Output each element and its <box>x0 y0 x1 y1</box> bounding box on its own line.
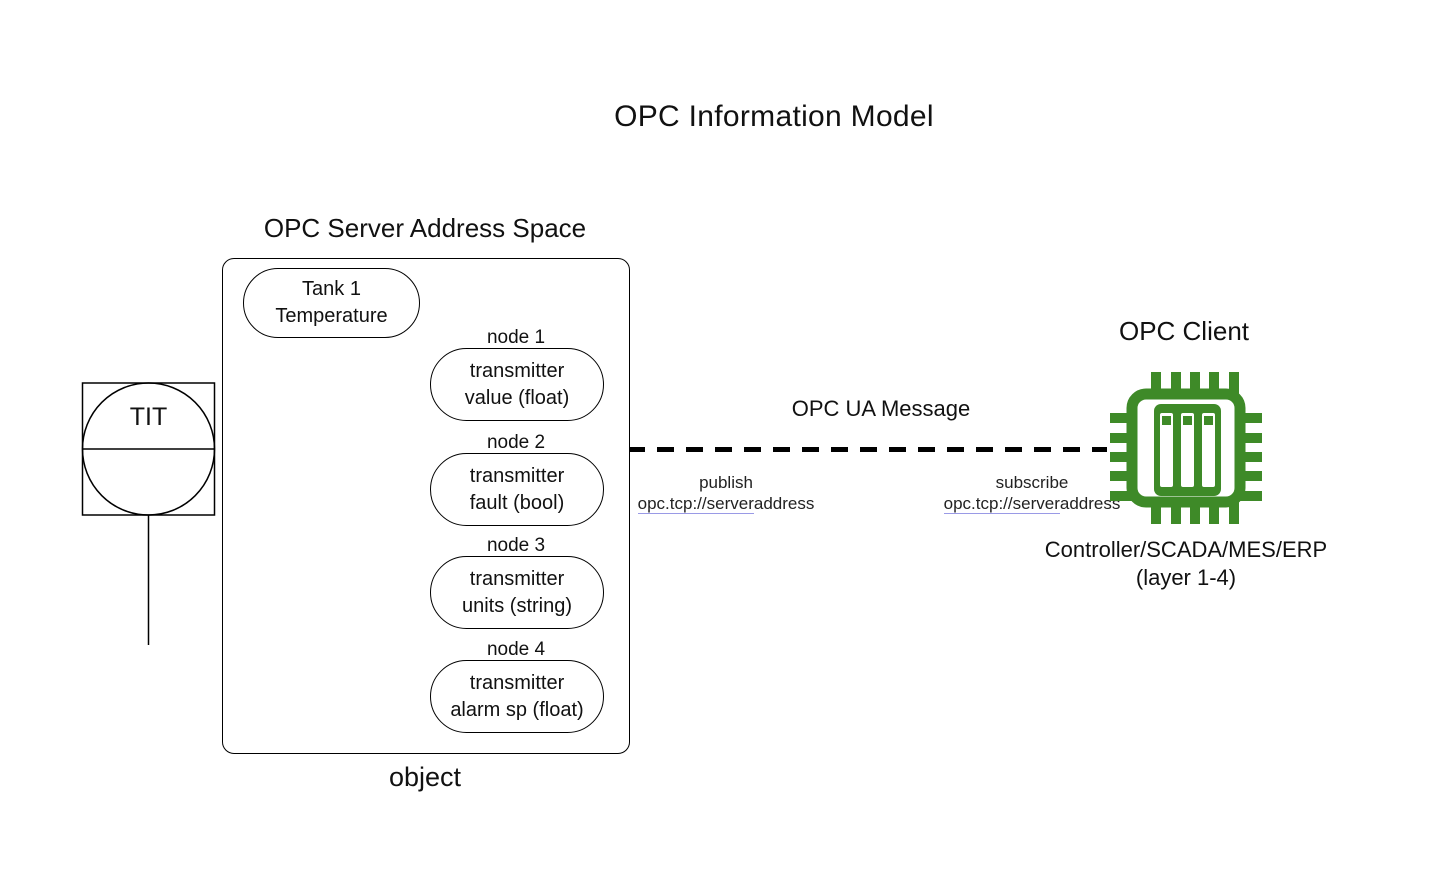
node-3-line2: units (string) <box>461 594 573 617</box>
node-2-line1: transmitter <box>469 464 565 487</box>
opc-ua-message-label: OPC UA Message <box>791 396 971 421</box>
page-title: OPC Information Model <box>614 100 934 133</box>
subscribe-url-rest: address <box>1059 494 1121 513</box>
client-caption-line1: Controller/SCADA/MES/ERP <box>1044 537 1328 562</box>
subscribe-action-label: subscribe <box>995 473 1069 492</box>
node-2-transmitter-fault: transmitter fault (bool) <box>430 453 604 526</box>
cpu-chip-icon <box>1110 372 1262 524</box>
node-3-transmitter-units: transmitter units (string) <box>430 556 604 629</box>
node-1-transmitter-value: transmitter value (float) <box>430 348 604 421</box>
node-4-line2: alarm sp (float) <box>450 698 584 721</box>
node-4-transmitter-alarm-sp: transmitter alarm sp (float) <box>430 660 604 733</box>
object-label: object <box>388 762 462 792</box>
node-3-line1: transmitter <box>469 567 565 590</box>
opc-client-caption: Controller/SCADA/MES/ERP (layer 1-4) <box>1036 536 1336 592</box>
publish-url-rest: address <box>753 494 815 513</box>
root-node-tank1-temperature: Tank 1 Temperature <box>243 268 420 338</box>
publish-annotation: publish opc.tcp://serveraddress <box>616 472 836 514</box>
publish-url-link: opc.tcp://server <box>637 494 754 514</box>
node-3-tag: node 3 <box>486 535 546 556</box>
client-caption-line2: (layer 1-4) <box>1135 565 1237 590</box>
node-2-line2: fault (bool) <box>469 491 565 514</box>
subscribe-annotation: subscribe opc.tcp://serveraddress <box>922 472 1142 514</box>
node-4-tag: node 4 <box>486 639 546 660</box>
root-node-line1: Tank 1 <box>302 278 361 300</box>
node-1-line1: transmitter <box>469 359 565 382</box>
root-node-line2: Temperature <box>275 305 388 327</box>
node-4-line1: transmitter <box>469 671 565 694</box>
node-1-line2: value (float) <box>464 386 570 409</box>
opc-client-label: OPC Client <box>1118 316 1250 346</box>
publish-action-label: publish <box>699 473 753 492</box>
server-address-space-label: OPC Server Address Space <box>263 213 587 243</box>
node-1-tag: node 1 <box>486 327 546 348</box>
node-2-tag: node 2 <box>486 432 546 453</box>
subscribe-url-link: opc.tcp://server <box>943 494 1060 514</box>
instrument-tit-label: TIT <box>129 403 168 431</box>
